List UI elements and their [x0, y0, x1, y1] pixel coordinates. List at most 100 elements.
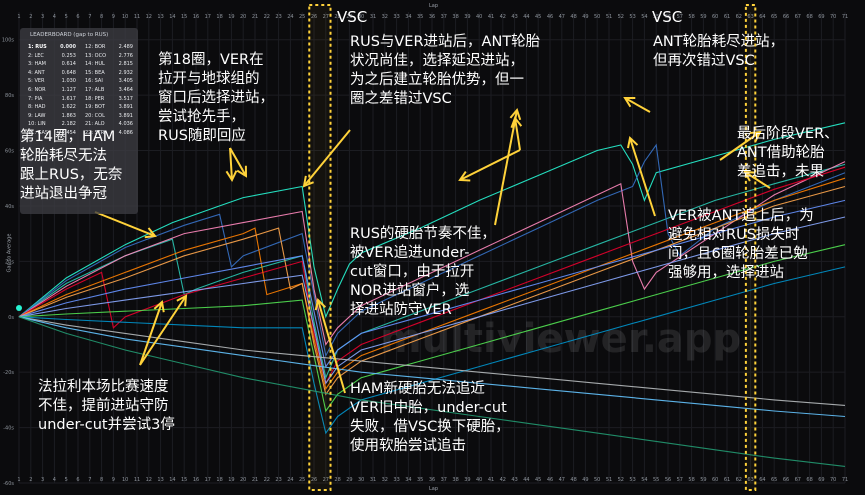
- legend-entry-gap: 0.253: [61, 52, 76, 59]
- x-tick-label-top: 27: [323, 14, 329, 20]
- x-tick-label-top: 32: [382, 14, 388, 20]
- legend-entry: 15: BEA 2.932: [85, 70, 133, 76]
- x-tick-label-bottom: 70: [830, 477, 836, 483]
- x-tick-label-bottom: 29: [346, 477, 352, 483]
- x-tick-label-top: 71: [842, 14, 848, 20]
- x-tick-label-bottom: 43: [511, 477, 517, 483]
- x-tick-label-top: 39: [464, 14, 470, 20]
- x-tick-label-top: 8: [100, 14, 103, 20]
- x-tick-label-top: 55: [653, 14, 659, 20]
- x-tick-label-bottom: 41: [488, 477, 494, 483]
- x-tick-label-top: 11: [134, 14, 140, 20]
- annotation-arrow-line: [494, 109, 518, 226]
- x-tick-label-bottom: 37: [441, 477, 447, 483]
- legend-entry-driver: 16: SAI: [85, 78, 103, 85]
- x-tick-label-top: 30: [358, 14, 364, 20]
- x-tick-label-bottom: 56: [665, 477, 671, 483]
- x-tick-label-bottom: 15: [181, 477, 187, 483]
- x-tick-label-bottom: 1: [17, 477, 20, 483]
- x-tick-label-top: 66: [783, 14, 789, 20]
- x-tick-label-top: 56: [665, 14, 671, 20]
- x-tick-label-bottom: 47: [559, 477, 565, 483]
- x-tick-label-bottom: 57: [677, 477, 683, 483]
- x-tick-label-bottom: 58: [688, 477, 694, 483]
- x-tick-label-top: 44: [523, 14, 529, 20]
- legend-entry-gap: 0.000: [60, 44, 76, 50]
- x-tick-label-top: 37: [441, 14, 447, 20]
- x-tick-label-top: 36: [429, 14, 435, 20]
- legend-entry-driver: 13: OCO: [85, 52, 106, 59]
- annotation-rus-ver-pit: RUS与VER进站后，ANT轮胎 状况尚佳，选择延迟进站， 为之后建立轮胎优势，…: [350, 34, 541, 107]
- x-tick-label-bottom: 5: [65, 477, 68, 483]
- x-tick-label-bottom: 50: [594, 477, 600, 483]
- x-tick-label-bottom: 31: [370, 477, 376, 483]
- annotation-arrow-line: [139, 295, 187, 366]
- legend-entry-gap: 0.614: [61, 61, 76, 68]
- x-tick-label-top: 40: [476, 14, 482, 20]
- legend-entry-driver: 10: LIN: [28, 121, 46, 128]
- x-tick-label-bottom: 35: [417, 477, 423, 483]
- x-tick-label-bottom: 45: [535, 477, 541, 483]
- annotation-arrow-head: [144, 227, 157, 239]
- annotation-arrow-line: [624, 97, 651, 113]
- legend-entry-gap: 1.622: [61, 104, 76, 111]
- x-tick-label-bottom: 44: [523, 477, 529, 483]
- x-tick-label-top: 69: [818, 14, 824, 20]
- legend-entry-gap: 3.405: [118, 78, 133, 85]
- x-tick-label-bottom: 30: [358, 477, 364, 483]
- legend-entry-driver: 4: ANT: [28, 69, 45, 76]
- x-tick-label-top: 67: [795, 14, 801, 20]
- x-tick-label-bottom: 25: [299, 477, 305, 483]
- legend-entry-gap: 3.464: [118, 87, 133, 93]
- x-tick-label-bottom: 27: [323, 477, 329, 483]
- series-line-oco: [18, 316, 846, 406]
- annotation-arrow-line: [459, 149, 521, 181]
- x-tick-label-top: 38: [452, 14, 458, 20]
- y-tick-label: 0s: [8, 315, 14, 321]
- annotation-ant-vsc: ANT轮胎耗尽进站， 但再次错过VSC: [653, 34, 785, 69]
- annotation-arrow-line: [744, 171, 771, 189]
- annotation-ver-ant: VER被ANT追上后，为 避免相对RUS损失时 间，且6圈轮胎差已勉 强够用，选…: [668, 208, 814, 281]
- series-line-ant: [18, 161, 846, 346]
- x-tick-label-bottom: 51: [606, 477, 612, 483]
- x-tick-label-top: 15: [181, 14, 187, 20]
- x-tick-label-bottom: 52: [618, 477, 624, 483]
- x-tick-label-top: 53: [629, 14, 635, 20]
- x-tick-label-top: 12: [146, 14, 152, 20]
- annotation-arrow-line: [629, 137, 656, 217]
- legend-entry-driver: 17: ALB: [85, 87, 105, 93]
- annotation-ham-new: HAM新硬胎无法追近 VER旧中胎，under-cut 失败，借VSC换下硬胎，…: [350, 381, 510, 454]
- x-tick-label-bottom: 28: [334, 477, 340, 483]
- legend-entry-driver: 18: PER: [85, 95, 105, 102]
- x-tick-label-bottom: 39: [464, 477, 470, 483]
- x-tick-label-top: 7: [88, 14, 91, 20]
- x-tick-label-bottom: 46: [547, 477, 553, 483]
- x-tick-label-top: 68: [806, 14, 812, 20]
- x-tick-label-top: 14: [169, 14, 175, 20]
- legend-entry-driver: 12: BOR: [85, 44, 106, 50]
- annotation-arrow-head: [153, 300, 165, 313]
- legend-entry-gap: 1.030: [61, 78, 76, 85]
- x-tick-label-top: 43: [511, 14, 517, 20]
- x-tick-label-top: 34: [405, 14, 411, 20]
- x-tick-label-top: 62: [736, 14, 742, 20]
- legend-entry-driver: 9: LAW: [28, 112, 46, 119]
- legend-entry-driver: 15: BEA: [85, 69, 105, 76]
- x-tick-label-top: 18: [216, 14, 222, 20]
- series-line-ver: [18, 143, 846, 358]
- x-tick-label-bottom: 3: [41, 477, 44, 483]
- legend-entry-driver: 11: GAS: [28, 130, 49, 136]
- x-tick-label-bottom: 4: [53, 477, 56, 483]
- series-line-pia: [18, 185, 846, 396]
- legend-entry-gap: 2.932: [118, 69, 133, 76]
- x-tick-label-top: 2: [29, 14, 32, 20]
